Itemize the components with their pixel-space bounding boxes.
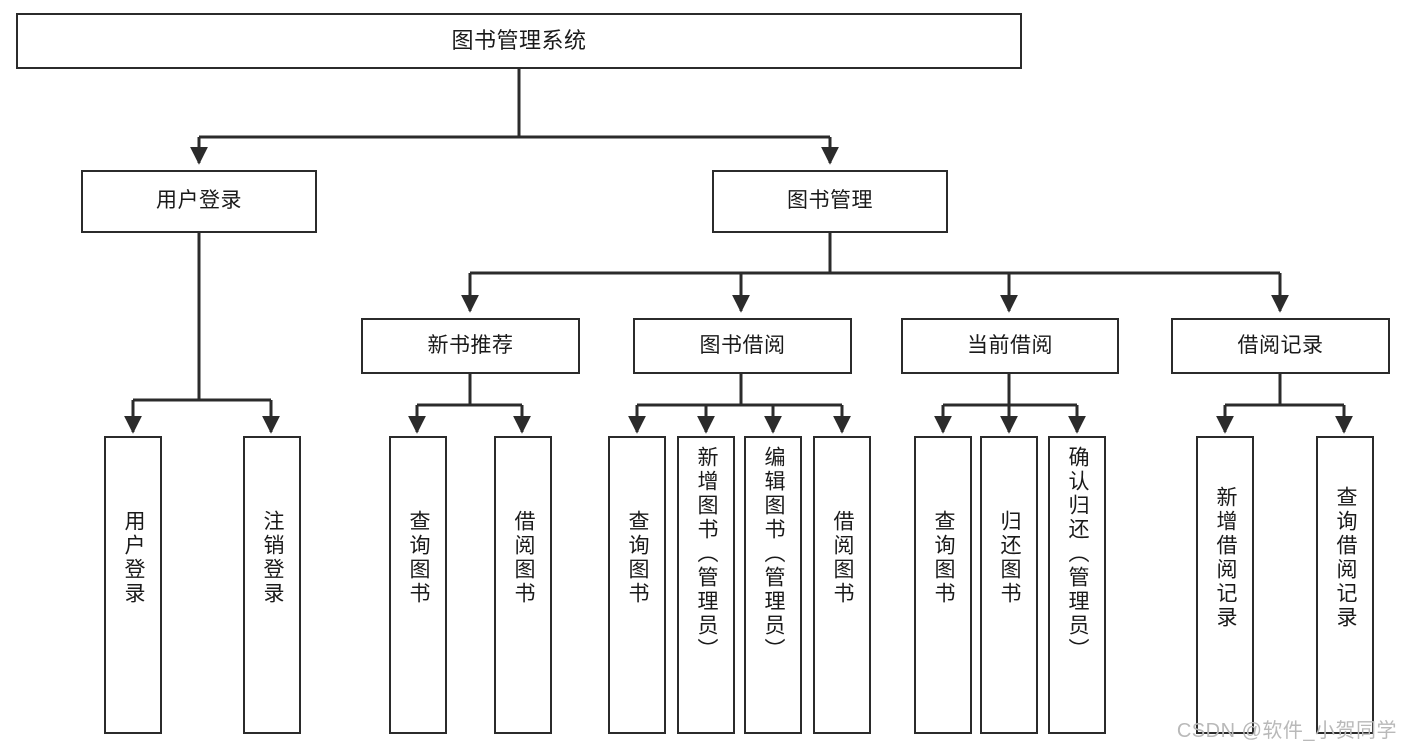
node-label: 图书管理 <box>787 189 873 213</box>
node-label: 图书管理系统 <box>451 28 587 54</box>
leaf-recommend-query-book[interactable]: 查询图书 <box>389 436 447 734</box>
node-book-management[interactable]: 图书管理 <box>712 170 948 233</box>
node-label: 查询图书 <box>407 510 431 606</box>
node-label: 新增图书（管理员） <box>695 446 719 662</box>
leaf-current-confirm-return-admin[interactable]: 确认归还（管理员） <box>1048 436 1106 734</box>
leaf-record-query-record[interactable]: 查询借阅记录 <box>1316 436 1374 734</box>
node-label: 归还图书 <box>998 510 1022 606</box>
leaf-borrow-add-book-admin[interactable]: 新增图书（管理员） <box>677 436 735 734</box>
node-label: 查询图书 <box>626 510 650 606</box>
node-label: 借阅图书 <box>831 510 855 606</box>
leaf-borrow-query-book[interactable]: 查询图书 <box>608 436 666 734</box>
node-borrow-record[interactable]: 借阅记录 <box>1171 318 1390 374</box>
node-label: 图书借阅 <box>699 333 786 357</box>
node-root-book-management-system[interactable]: 图书管理系统 <box>16 13 1022 69</box>
node-label: 查询借阅记录 <box>1334 486 1358 630</box>
leaf-borrow-edit-book-admin[interactable]: 编辑图书（管理员） <box>744 436 802 734</box>
leaf-user-login-logout[interactable]: 注销登录 <box>243 436 301 734</box>
leaf-user-login-login[interactable]: 用户登录 <box>104 436 162 734</box>
node-label: 注销登录 <box>261 510 285 606</box>
watermark: CSDN @软件_小贺同学 <box>1176 720 1397 742</box>
node-label: 当前借阅 <box>967 333 1053 357</box>
node-label: 用户登录 <box>156 189 242 213</box>
node-label: 借阅图书 <box>512 510 536 606</box>
leaf-recommend-borrow-book[interactable]: 借阅图书 <box>494 436 552 734</box>
node-label: 借阅记录 <box>1237 333 1324 357</box>
node-label: 用户登录 <box>122 510 146 606</box>
node-label: 查询图书 <box>932 510 956 606</box>
node-new-book-recommend[interactable]: 新书推荐 <box>361 318 580 374</box>
node-user-login[interactable]: 用户登录 <box>81 170 317 233</box>
node-current-borrow[interactable]: 当前借阅 <box>901 318 1119 374</box>
node-label: 新书推荐 <box>427 333 514 357</box>
leaf-current-return-book[interactable]: 归还图书 <box>980 436 1038 734</box>
leaf-current-query-book[interactable]: 查询图书 <box>914 436 972 734</box>
leaf-record-add-record[interactable]: 新增借阅记录 <box>1196 436 1254 734</box>
node-label: 新增借阅记录 <box>1214 486 1238 630</box>
node-label: 编辑图书（管理员） <box>762 446 786 662</box>
node-label: 确认归还（管理员） <box>1066 446 1090 662</box>
node-book-borrow[interactable]: 图书借阅 <box>633 318 852 374</box>
leaf-borrow-borrow-book[interactable]: 借阅图书 <box>813 436 871 734</box>
